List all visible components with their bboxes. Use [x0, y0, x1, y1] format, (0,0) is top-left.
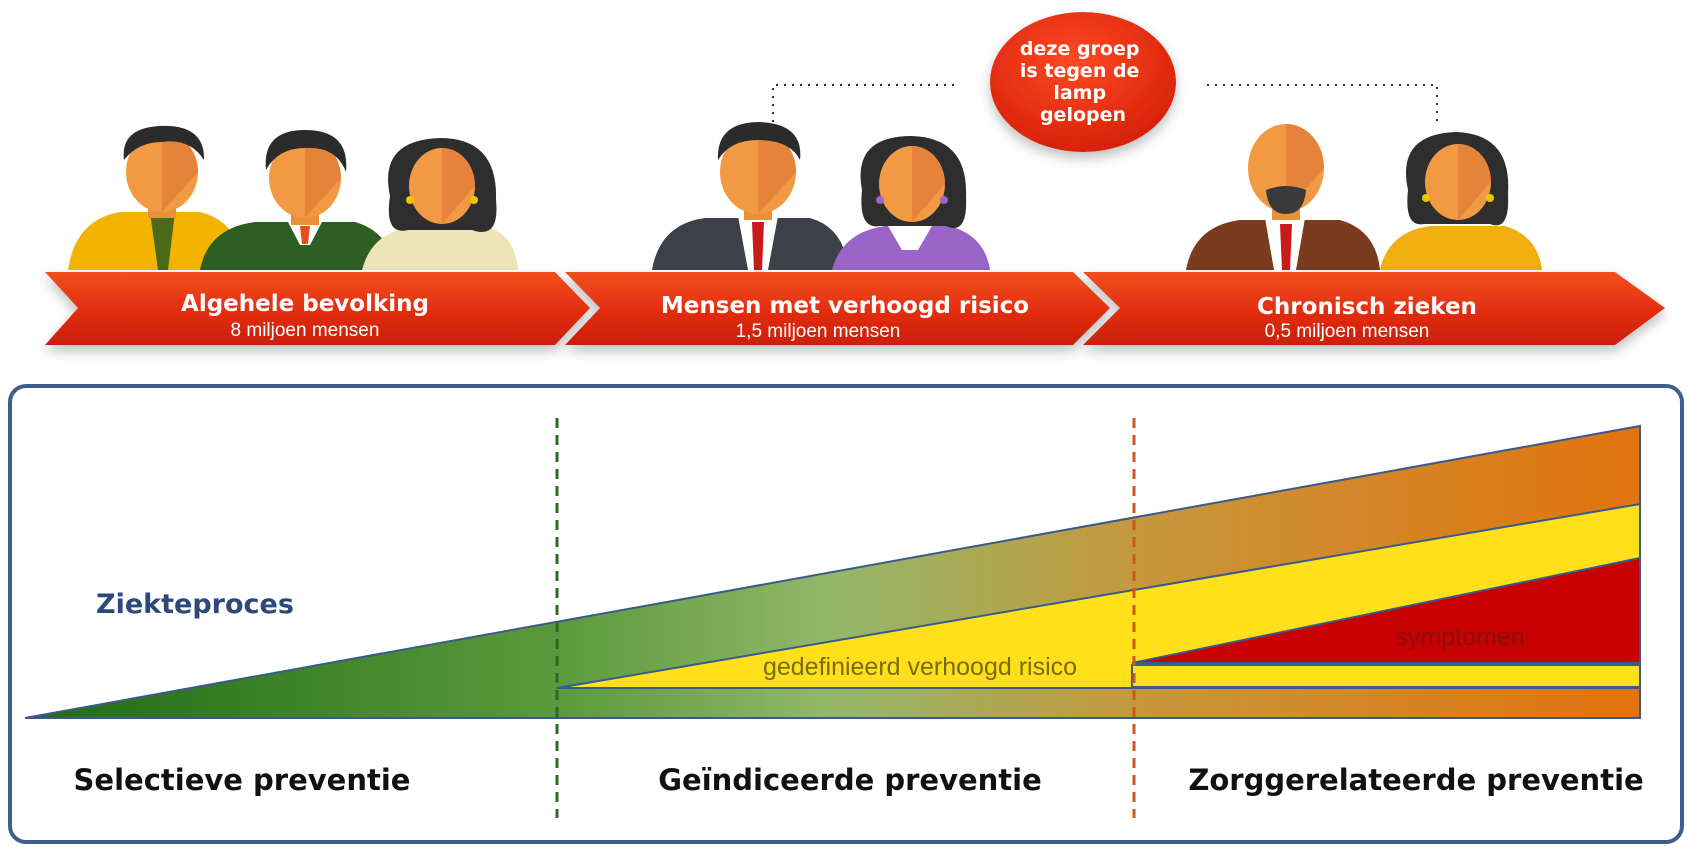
risk-strip: [1131, 664, 1641, 688]
prevention-labels: Selectieve preventie Geïndiceerde preven…: [74, 763, 1644, 797]
prevention-label: Geïndiceerde preventie: [658, 763, 1042, 797]
people-illustrations: [68, 122, 1542, 270]
symptoms-band: [1131, 556, 1641, 664]
person-icon: [362, 138, 518, 270]
callout-bubble: deze groep is tegen de lamp gelopen: [990, 12, 1176, 152]
group-subtitle: 0,5 miljoen mensen: [1265, 321, 1430, 342]
disease-process-label: Ziekteproces: [96, 589, 294, 620]
arrow-segment-1: [45, 272, 590, 345]
group-title: Mensen met verhoogd risico: [661, 293, 1029, 319]
person-icon: [1380, 132, 1542, 270]
group-subtitle: 8 miljoen mensen: [231, 320, 380, 341]
arrow-segment-3: [1083, 272, 1665, 345]
arrow-labels: Algehele bevolking 8 miljoen mensen Mens…: [181, 291, 1477, 342]
prevention-label: Selectieve preventie: [74, 763, 411, 797]
callout-text: deze groep is tegen de lamp gelopen: [1020, 38, 1146, 126]
group-title: Algehele bevolking: [181, 291, 429, 317]
person-icon: [652, 122, 848, 270]
arrow-banner: [45, 272, 1665, 345]
group-subtitle: 1,5 miljoen mensen: [736, 321, 901, 342]
symptoms-label: symptomen: [1395, 623, 1524, 651]
person-icon: [68, 125, 245, 270]
prevention-label: Zorggerelateerde preventie: [1188, 763, 1643, 797]
arrow-segment-2: [565, 272, 1110, 345]
person-icon: [1186, 124, 1380, 270]
person-icon: [832, 136, 990, 270]
group-title: Chronisch zieken: [1257, 294, 1477, 320]
person-icon: [200, 130, 395, 270]
disease-wedge: [24, 424, 1641, 719]
elevated-risk-label: gedefinieerd verhoogd risico: [763, 653, 1077, 681]
